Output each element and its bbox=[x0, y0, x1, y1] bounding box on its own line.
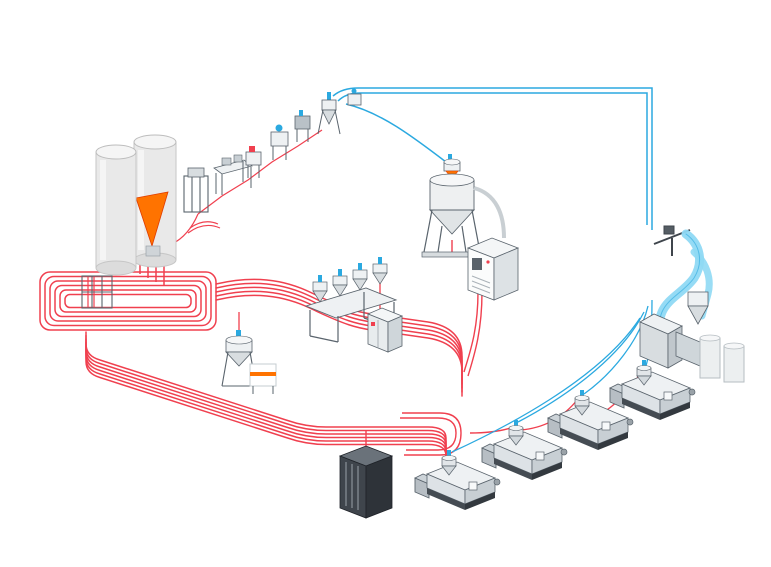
hopper-stand bbox=[423, 209, 481, 253]
silo-left bbox=[95, 144, 137, 276]
dehumidifier-vents bbox=[471, 275, 491, 294]
cabinet-indicator bbox=[371, 322, 375, 326]
status-led bbox=[486, 260, 490, 264]
blue-main-run bbox=[332, 87, 653, 230]
hopper-cone bbox=[428, 209, 476, 235]
red-coil-left bbox=[39, 271, 217, 331]
dehumidifier-grill bbox=[472, 258, 482, 270]
silo-rim bbox=[133, 134, 177, 150]
extruder-4 bbox=[609, 359, 696, 421]
storage-bins bbox=[699, 334, 745, 383]
hopper-cone bbox=[225, 351, 253, 367]
station-cabinet bbox=[366, 307, 404, 353]
feeding-table bbox=[213, 154, 253, 195]
silo-valve bbox=[145, 245, 161, 257]
blue-line-to-dryer bbox=[345, 103, 447, 163]
cyclone-air-tube bbox=[327, 92, 331, 100]
feeder-valve bbox=[275, 124, 283, 132]
mini-feeder-3 bbox=[294, 110, 311, 142]
cyclone-cone bbox=[687, 305, 709, 325]
granulator-body bbox=[639, 291, 709, 369]
hopper-air-tube bbox=[236, 330, 241, 340]
station-table bbox=[304, 287, 398, 319]
bin-1 bbox=[699, 337, 721, 379]
hopper-station bbox=[304, 257, 404, 353]
cyclone-body bbox=[687, 291, 709, 307]
main-cabinet bbox=[338, 445, 394, 519]
silo-right bbox=[133, 134, 177, 268]
cyclone-cone bbox=[321, 109, 337, 125]
dryer-hose bbox=[473, 186, 506, 239]
pipe-rack bbox=[81, 275, 113, 309]
unit-valve bbox=[351, 88, 357, 94]
silo-rim bbox=[95, 144, 137, 160]
cabinet-front bbox=[339, 455, 367, 519]
granulator bbox=[639, 225, 745, 383]
table-item bbox=[233, 154, 243, 163]
dehumidifier-side bbox=[493, 247, 519, 301]
dosing-box bbox=[249, 363, 277, 394]
mini-feeder-2 bbox=[270, 124, 289, 160]
cabinet-side bbox=[365, 455, 393, 519]
frame-tower bbox=[183, 167, 209, 213]
red-bundle-bottom bbox=[85, 331, 447, 465]
feeder-signal bbox=[249, 146, 255, 152]
top-unit bbox=[347, 88, 362, 106]
dosing-stripe bbox=[250, 372, 276, 376]
bin-2 bbox=[723, 345, 745, 383]
dehumidifier bbox=[466, 237, 520, 301]
single-hopper bbox=[221, 330, 277, 394]
top-cyclone bbox=[317, 92, 341, 135]
discharge-cone bbox=[135, 191, 169, 248]
cabinet-slats bbox=[345, 462, 359, 510]
feeder-tube bbox=[299, 110, 303, 116]
mini-feeder-1 bbox=[245, 146, 262, 178]
loader-air-tube bbox=[448, 154, 452, 162]
red-dryer-returns bbox=[451, 240, 483, 377]
station-hoppers bbox=[312, 257, 388, 303]
table-item bbox=[221, 157, 232, 166]
